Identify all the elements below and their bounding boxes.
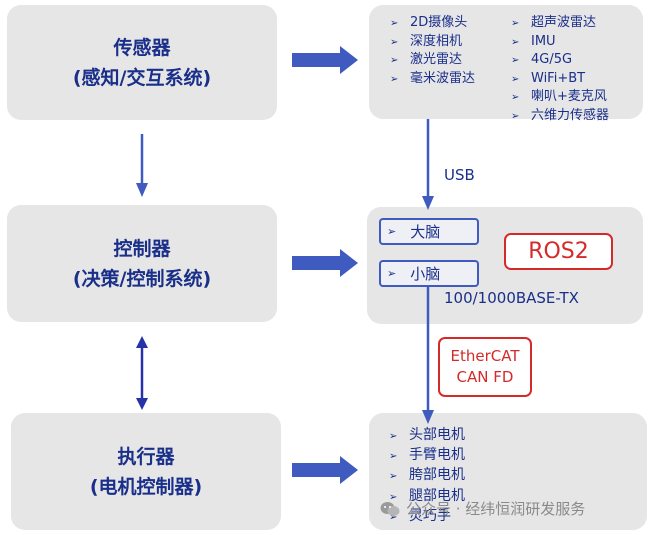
list-item: ➢手臂电机: [389, 446, 465, 466]
bus-canfd: CAN FD: [456, 368, 514, 386]
list-item: ➢头部电机: [389, 426, 465, 446]
sensor-subtitle: (感知/交互系统): [72, 66, 212, 89]
arrow-bullet-icon: ➢: [511, 55, 520, 66]
sensor-box: 传感器 (感知/交互系统): [7, 5, 277, 120]
list-item: ➢灵巧手: [389, 507, 465, 527]
controller-subtitle: (决策/控制系统): [72, 267, 212, 290]
list-item: ➢毫米波雷达: [390, 70, 475, 89]
arrow-bullet-icon: ➢: [511, 73, 520, 85]
motor-list: ➢头部电机 ➢手臂电机 ➢胯部电机 ➢腿部电机 ➢灵巧手: [389, 426, 465, 527]
sensor-detail-box: [369, 5, 643, 119]
interface-ethernet: 100/1000BASE-TX: [444, 289, 579, 307]
bus-ethercat: EtherCAT: [450, 347, 520, 365]
watermark-text: 公众号 · 经纬恒润研发服务: [406, 500, 586, 518]
arrow-bullet-icon: ➢: [511, 18, 520, 29]
list-item: ➢4G/5G: [511, 51, 609, 70]
arrow-bullet-icon: ➢: [390, 55, 399, 66]
down-arrow-icon: [136, 134, 148, 197]
actuator-box: 执行器 (电机控制器): [11, 413, 281, 530]
arrow-bullet-icon: ➢: [389, 451, 398, 463]
block-arrow-icon: [292, 249, 358, 277]
block-arrow-icon: [292, 46, 358, 74]
sensor-list-col2: ➢超声波雷达 ➢IMU ➢4G/5G ➢WiFi+BT ➢喇叭+麦克风 ➢六维力…: [511, 14, 609, 125]
arrow-bullet-icon: ➢: [511, 92, 520, 103]
list-item: ➢WiFi+BT: [511, 70, 609, 89]
sensor-list-col1: ➢2D摄像头 ➢深度相机 ➢激光雷达 ➢毫米波雷达: [390, 14, 475, 88]
small-brain-label: 小脑: [410, 265, 441, 283]
down-arrow-icon: [422, 287, 434, 424]
list-item: ➢超声波雷达: [511, 14, 609, 33]
big-brain-label: 大脑: [410, 223, 441, 241]
down-arrow-icon: [422, 119, 434, 210]
list-item: ➢喇叭+麦克风: [511, 88, 609, 107]
sensor-title: 传感器: [113, 36, 171, 59]
bus-badge: EtherCAT CAN FD: [438, 337, 532, 397]
list-item: ➢腿部电机: [389, 487, 465, 507]
actuator-subtitle: (电机控制器): [89, 475, 203, 498]
double-arrow-icon: [136, 336, 148, 410]
arrow-bullet-icon: ➢: [390, 36, 399, 48]
arrow-bullet-icon: ➢: [511, 36, 520, 48]
list-item: ➢2D摄像头: [390, 14, 475, 33]
list-item: ➢六维力传感器: [511, 107, 609, 126]
arrow-bullet-icon: ➢: [390, 18, 399, 29]
arrow-bullet-icon: ➢: [511, 110, 520, 122]
arrow-bullet-icon: ➢: [390, 73, 399, 85]
big-brain-box: ➢ 大脑: [379, 218, 479, 245]
block-arrow-icon: [292, 456, 358, 484]
controller-box: 控制器 (决策/控制系统): [7, 205, 277, 322]
list-item: ➢IMU: [511, 33, 609, 52]
list-item: ➢胯部电机: [389, 466, 465, 486]
wechat-icon: [380, 501, 400, 517]
arrow-bullet-icon: ➢: [387, 267, 397, 280]
arrow-bullet-icon: ➢: [389, 431, 398, 442]
watermark: 公众号 · 经纬恒润研发服务: [380, 498, 585, 519]
arrow-bullet-icon: ➢: [389, 471, 398, 483]
list-item: ➢深度相机: [390, 33, 475, 52]
interface-usb: USB: [444, 166, 475, 184]
actuator-detail-box: [369, 413, 647, 530]
ros2-label: ROS2: [528, 239, 589, 264]
arrow-bullet-icon: ➢: [389, 511, 398, 523]
small-brain-box: ➢ 小脑: [379, 260, 479, 287]
ros2-badge: ROS2: [504, 233, 613, 270]
arrow-bullet-icon: ➢: [389, 491, 398, 503]
controller-title: 控制器: [113, 237, 171, 260]
actuator-title: 执行器: [117, 445, 175, 468]
list-item: ➢激光雷达: [390, 51, 475, 70]
arrow-bullet-icon: ➢: [387, 225, 397, 238]
